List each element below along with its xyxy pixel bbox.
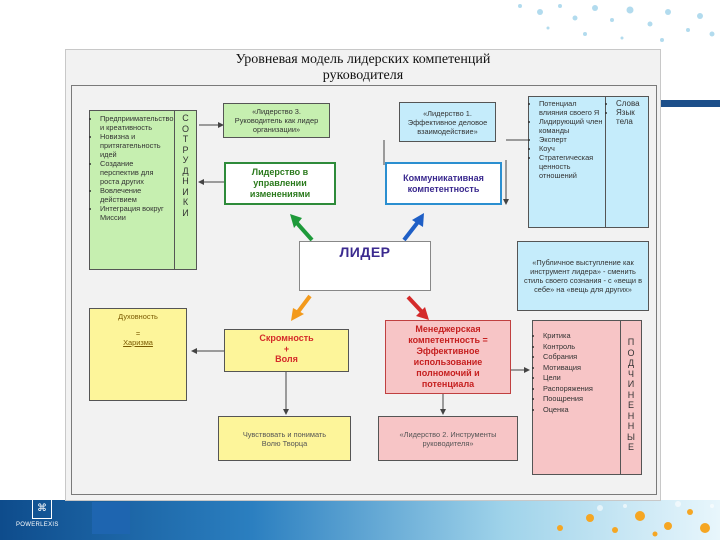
modesty-box: Скромность + Воля — [224, 329, 349, 372]
diagram-slide: Уровневая модель лидерских компетенций р… — [65, 49, 661, 501]
orange-arrow-icon — [291, 294, 312, 321]
list-item: Собрания — [543, 352, 618, 363]
subordinates-list-box: Критика Контроль Собрания Мотивация Цели… — [532, 320, 621, 475]
list-item: Коуч — [539, 144, 603, 153]
manager-competence-box: Менеджерская компетентность = Эффективно… — [385, 320, 511, 394]
diagram-frame — [71, 85, 657, 495]
entrepreneurship-list: Предприимательство и креативность Новизн… — [91, 114, 173, 222]
list-item: Мотивация — [543, 363, 618, 374]
list-item: Цели — [543, 373, 618, 384]
communication-box: Коммуникативная компетентность — [385, 162, 502, 205]
list-item: Критика — [543, 331, 618, 342]
diagram-title: Уровневая модель лидерских компетенций р… — [235, 52, 491, 83]
equals-sign: = — [135, 329, 141, 338]
logo-icon: ⌘ — [32, 499, 52, 519]
list-item: Новизна и притягательность идей — [100, 132, 172, 159]
list-item: Слова — [616, 99, 646, 108]
list-item: Вовлечение действием — [100, 186, 172, 204]
list-item: Интеграция вокруг Миссии — [100, 204, 172, 222]
leadership2-box: «Лидерство 2. Инструменты руководителя» — [378, 416, 518, 461]
connector-lines — [191, 122, 530, 415]
entrepreneurship-box: Предприимательство и креативность Новизн… — [89, 110, 175, 270]
green-arrow-icon — [290, 214, 314, 242]
list-item: Стратегическая ценность отношений — [539, 153, 603, 180]
leadership3-box: «Лидерство 3. Руководитель как лидер орг… — [223, 103, 330, 138]
leadership1-box: «Лидерство 1. Эффективное деловое взаимо… — [399, 102, 496, 142]
creator-will-box: Чувствовать и понимать Волю Творца — [218, 416, 351, 461]
list-item: Поощрения — [543, 394, 618, 405]
tools-list: Критика Контроль Собрания Мотивация Цели… — [534, 331, 618, 415]
blue-arrow-icon — [402, 213, 424, 242]
body-language-box: Слова Язык тела — [605, 96, 649, 228]
body-language-list: Слова Язык тела — [607, 99, 646, 126]
list-item: Предприимательство и креативность — [100, 114, 173, 132]
list-item: Распоряжения — [543, 384, 618, 395]
list-item: Потенциал влияния своего Я — [539, 99, 603, 117]
list-item: Создание перспектив для роста других — [100, 159, 172, 186]
top-decoration — [518, 4, 715, 42]
logo-text: POWERLEXIS — [16, 522, 59, 528]
influence-list: Потенциал влияния своего Я Лидирующий чл… — [530, 99, 603, 180]
list-item: Лидирующий член команды — [539, 117, 603, 135]
list-item: Контроль — [543, 342, 618, 353]
bottom-decoration — [0, 500, 720, 540]
spirituality-label: Духовность — [118, 312, 158, 321]
change-management-box: Лидерство в управлении изменениями — [224, 162, 336, 205]
list-item: Эксперт — [539, 135, 603, 144]
public-speech-box: «Публичное выступление как инструмент ли… — [517, 241, 649, 311]
charisma-label: Харизма — [123, 338, 153, 347]
red-arrow-icon — [406, 295, 429, 320]
influence-box: Потенциал влияния своего Я Лидирующий чл… — [528, 96, 606, 228]
leader-label: ЛИДЕР — [339, 244, 391, 260]
right-accent-bar — [659, 100, 720, 107]
spirituality-box: Духовность = Харизма — [89, 308, 187, 401]
list-item: Язык тела — [616, 108, 646, 126]
leader-box: ЛИДЕР — [299, 241, 431, 291]
list-item: Оценка — [543, 405, 618, 416]
